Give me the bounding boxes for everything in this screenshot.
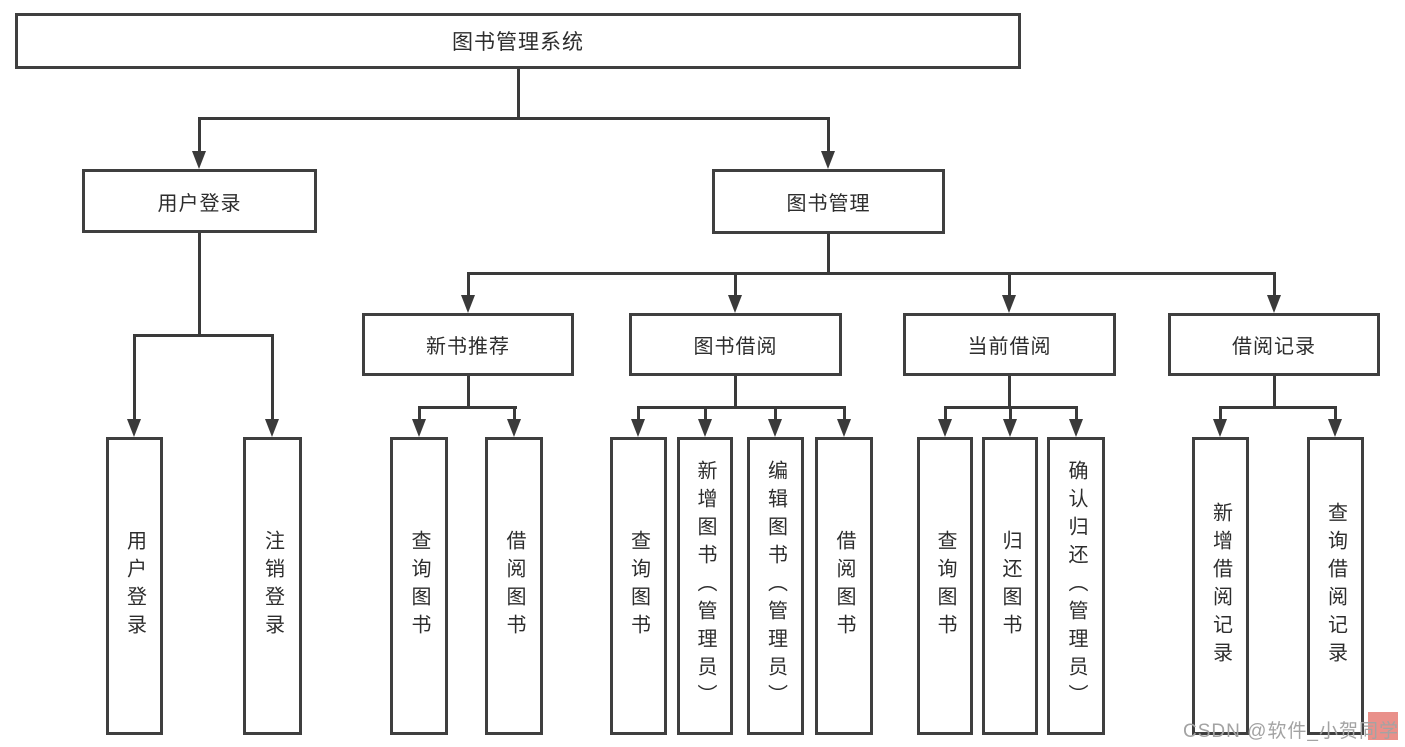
connector-to-leaf-logout bbox=[270, 335, 274, 419]
arrowhead-leaf-cb-confirm bbox=[1069, 419, 1083, 437]
arrowhead-leaf-bb-query bbox=[631, 419, 645, 437]
connector-borrow-records-stub bbox=[1272, 376, 1276, 408]
connector-book-borrow-rail bbox=[636, 405, 846, 409]
arrowhead-leaf-logout bbox=[265, 419, 279, 437]
node-new-book-rec-label: 新书推荐 bbox=[426, 336, 510, 358]
node-leaf-user-login-label: 用户登录 bbox=[123, 530, 146, 642]
connector-to-book-borrow bbox=[733, 273, 737, 297]
connector-to-leaf-br-query bbox=[1333, 407, 1337, 421]
node-book-borrow-label: 图书借阅 bbox=[693, 336, 778, 358]
arrowhead-current-borrow bbox=[1002, 295, 1016, 313]
arrowhead-leaf-bb-edit bbox=[768, 419, 782, 437]
connector-user-login-stub bbox=[197, 233, 201, 336]
node-leaf-cb-query-label: 查询图书 bbox=[934, 530, 956, 642]
connector-to-leaf-bb-add bbox=[703, 407, 707, 421]
node-root-label: 图书管理系统 bbox=[452, 31, 584, 54]
node-new-book-rec: 新书推荐 bbox=[362, 313, 574, 376]
node-leaf-logout-label: 注销登录 bbox=[261, 530, 284, 642]
node-borrow-records: 借阅记录 bbox=[1168, 313, 1380, 376]
node-leaf-user-login: 用户登录 bbox=[106, 437, 163, 735]
node-leaf-cb-confirm-label: 确认归还（管理员） bbox=[1065, 460, 1087, 712]
watermark-text: CSDN @软件_小贺同学 bbox=[1183, 721, 1399, 742]
node-leaf-bb-add-label: 新增图书（管理员） bbox=[694, 460, 716, 712]
connector-borrow-records-rail bbox=[1218, 405, 1337, 409]
arrowhead-book-mgmt bbox=[821, 151, 835, 169]
connector-to-leaf-br-add bbox=[1218, 407, 1222, 421]
arrowhead-leaf-nbr-query bbox=[412, 419, 426, 437]
node-borrow-records-label: 借阅记录 bbox=[1232, 336, 1316, 358]
node-leaf-nbr-query-label: 查询图书 bbox=[408, 530, 430, 642]
node-book-borrow: 图书借阅 bbox=[629, 313, 842, 376]
connector-new-book-rec-stub bbox=[466, 376, 470, 408]
node-leaf-nbr-borrow-label: 借阅图书 bbox=[503, 530, 525, 642]
connector-to-leaf-cb-confirm bbox=[1074, 407, 1078, 421]
node-current-borrow-label: 当前借阅 bbox=[967, 336, 1052, 358]
node-leaf-bb-query: 查询图书 bbox=[610, 437, 667, 735]
node-leaf-br-add: 新增借阅记录 bbox=[1192, 437, 1249, 735]
node-user-login: 用户登录 bbox=[82, 169, 317, 233]
node-leaf-logout: 注销登录 bbox=[243, 437, 302, 735]
connector-to-leaf-bb-borrow bbox=[842, 407, 846, 421]
connector-book-mgmt-rail bbox=[466, 271, 1276, 275]
node-book-mgmt: 图书管理 bbox=[712, 169, 945, 234]
connector-to-leaf-nbr-query bbox=[417, 407, 421, 421]
connector-to-leaf-user-login bbox=[132, 335, 136, 419]
connector-root-to-book-mgmt bbox=[826, 118, 830, 151]
connector-user-login-rail bbox=[132, 333, 274, 337]
arrowhead-leaf-br-add bbox=[1213, 419, 1227, 437]
node-root: 图书管理系统 bbox=[15, 13, 1021, 69]
connector-book-borrow-stub bbox=[733, 376, 737, 408]
node-leaf-cb-query: 查询图书 bbox=[917, 437, 973, 735]
node-user-login-label: 用户登录 bbox=[157, 192, 242, 215]
connector-current-borrow-stub bbox=[1007, 376, 1011, 408]
node-leaf-nbr-query: 查询图书 bbox=[390, 437, 448, 735]
arrowhead-user-login bbox=[192, 151, 206, 169]
arrowhead-leaf-bb-borrow bbox=[837, 419, 851, 437]
arrowhead-leaf-user-login bbox=[127, 419, 141, 437]
arrowhead-leaf-cb-return bbox=[1003, 419, 1017, 437]
connector-to-leaf-cb-query bbox=[943, 407, 947, 421]
node-leaf-br-add-label: 新增借阅记录 bbox=[1209, 502, 1232, 670]
node-book-mgmt-label: 图书管理 bbox=[786, 193, 871, 215]
connector-to-leaf-cb-return bbox=[1008, 407, 1012, 421]
connector-root-to-user-login bbox=[197, 118, 201, 151]
connector-to-current-borrow bbox=[1007, 273, 1011, 297]
node-leaf-bb-borrow: 借阅图书 bbox=[815, 437, 873, 735]
node-leaf-bb-edit-label: 编辑图书（管理员） bbox=[764, 460, 787, 712]
connector-root-stub bbox=[516, 69, 520, 120]
connector-to-leaf-bb-query bbox=[636, 407, 640, 421]
arrowhead-leaf-cb-query bbox=[938, 419, 952, 437]
node-leaf-bb-query-label: 查询图书 bbox=[627, 530, 650, 642]
node-leaf-cb-return: 归还图书 bbox=[982, 437, 1038, 735]
node-leaf-nbr-borrow: 借阅图书 bbox=[485, 437, 543, 735]
arrowhead-leaf-br-query bbox=[1328, 419, 1342, 437]
watermark-accent-block bbox=[1368, 712, 1398, 740]
arrowhead-book-borrow bbox=[728, 295, 742, 313]
node-leaf-bb-borrow-label: 借阅图书 bbox=[833, 530, 855, 642]
node-leaf-cb-return-label: 归还图书 bbox=[999, 530, 1021, 642]
node-leaf-bb-add: 新增图书（管理员） bbox=[677, 437, 733, 735]
connector-book-mgmt-stub bbox=[826, 234, 830, 274]
arrowhead-new-book-rec bbox=[461, 295, 475, 313]
node-leaf-bb-edit: 编辑图书（管理员） bbox=[747, 437, 804, 735]
connector-to-leaf-bb-edit bbox=[773, 407, 777, 421]
connector-to-borrow-records bbox=[1272, 273, 1276, 297]
connector-new-book-rec-rail bbox=[417, 405, 517, 409]
arrowhead-leaf-nbr-borrow bbox=[507, 419, 521, 437]
connector-to-new-book-rec bbox=[466, 273, 470, 297]
node-leaf-br-query-label: 查询借阅记录 bbox=[1324, 502, 1347, 670]
node-leaf-cb-confirm: 确认归还（管理员） bbox=[1047, 437, 1105, 735]
connector-to-leaf-nbr-borrow bbox=[512, 407, 516, 421]
connector-root-rail bbox=[197, 116, 830, 120]
node-leaf-br-query: 查询借阅记录 bbox=[1307, 437, 1364, 735]
node-current-borrow: 当前借阅 bbox=[903, 313, 1116, 376]
arrowhead-borrow-records bbox=[1267, 295, 1281, 313]
arrowhead-leaf-bb-add bbox=[698, 419, 712, 437]
